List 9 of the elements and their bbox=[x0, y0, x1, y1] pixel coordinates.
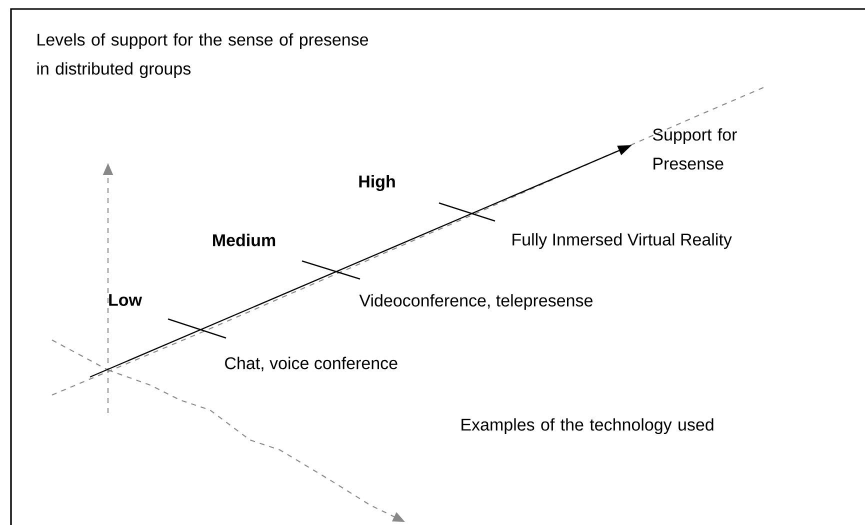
level-label: High bbox=[359, 175, 395, 191]
example-label: Videoconference, telepresense bbox=[359, 294, 592, 310]
axis-label: Support for Presense bbox=[652, 128, 737, 170]
axis-label: Examples of the technology used bbox=[462, 418, 714, 434]
level-label: Medium bbox=[213, 234, 276, 246]
title: Levels of support for the sense of presense in distributed groups bbox=[37, 33, 368, 78]
example-label: Chat, voice conference bbox=[225, 356, 398, 372]
level-label: Low bbox=[109, 294, 142, 306]
example-label: Fully Inmersed Virtual Reality bbox=[512, 233, 732, 249]
